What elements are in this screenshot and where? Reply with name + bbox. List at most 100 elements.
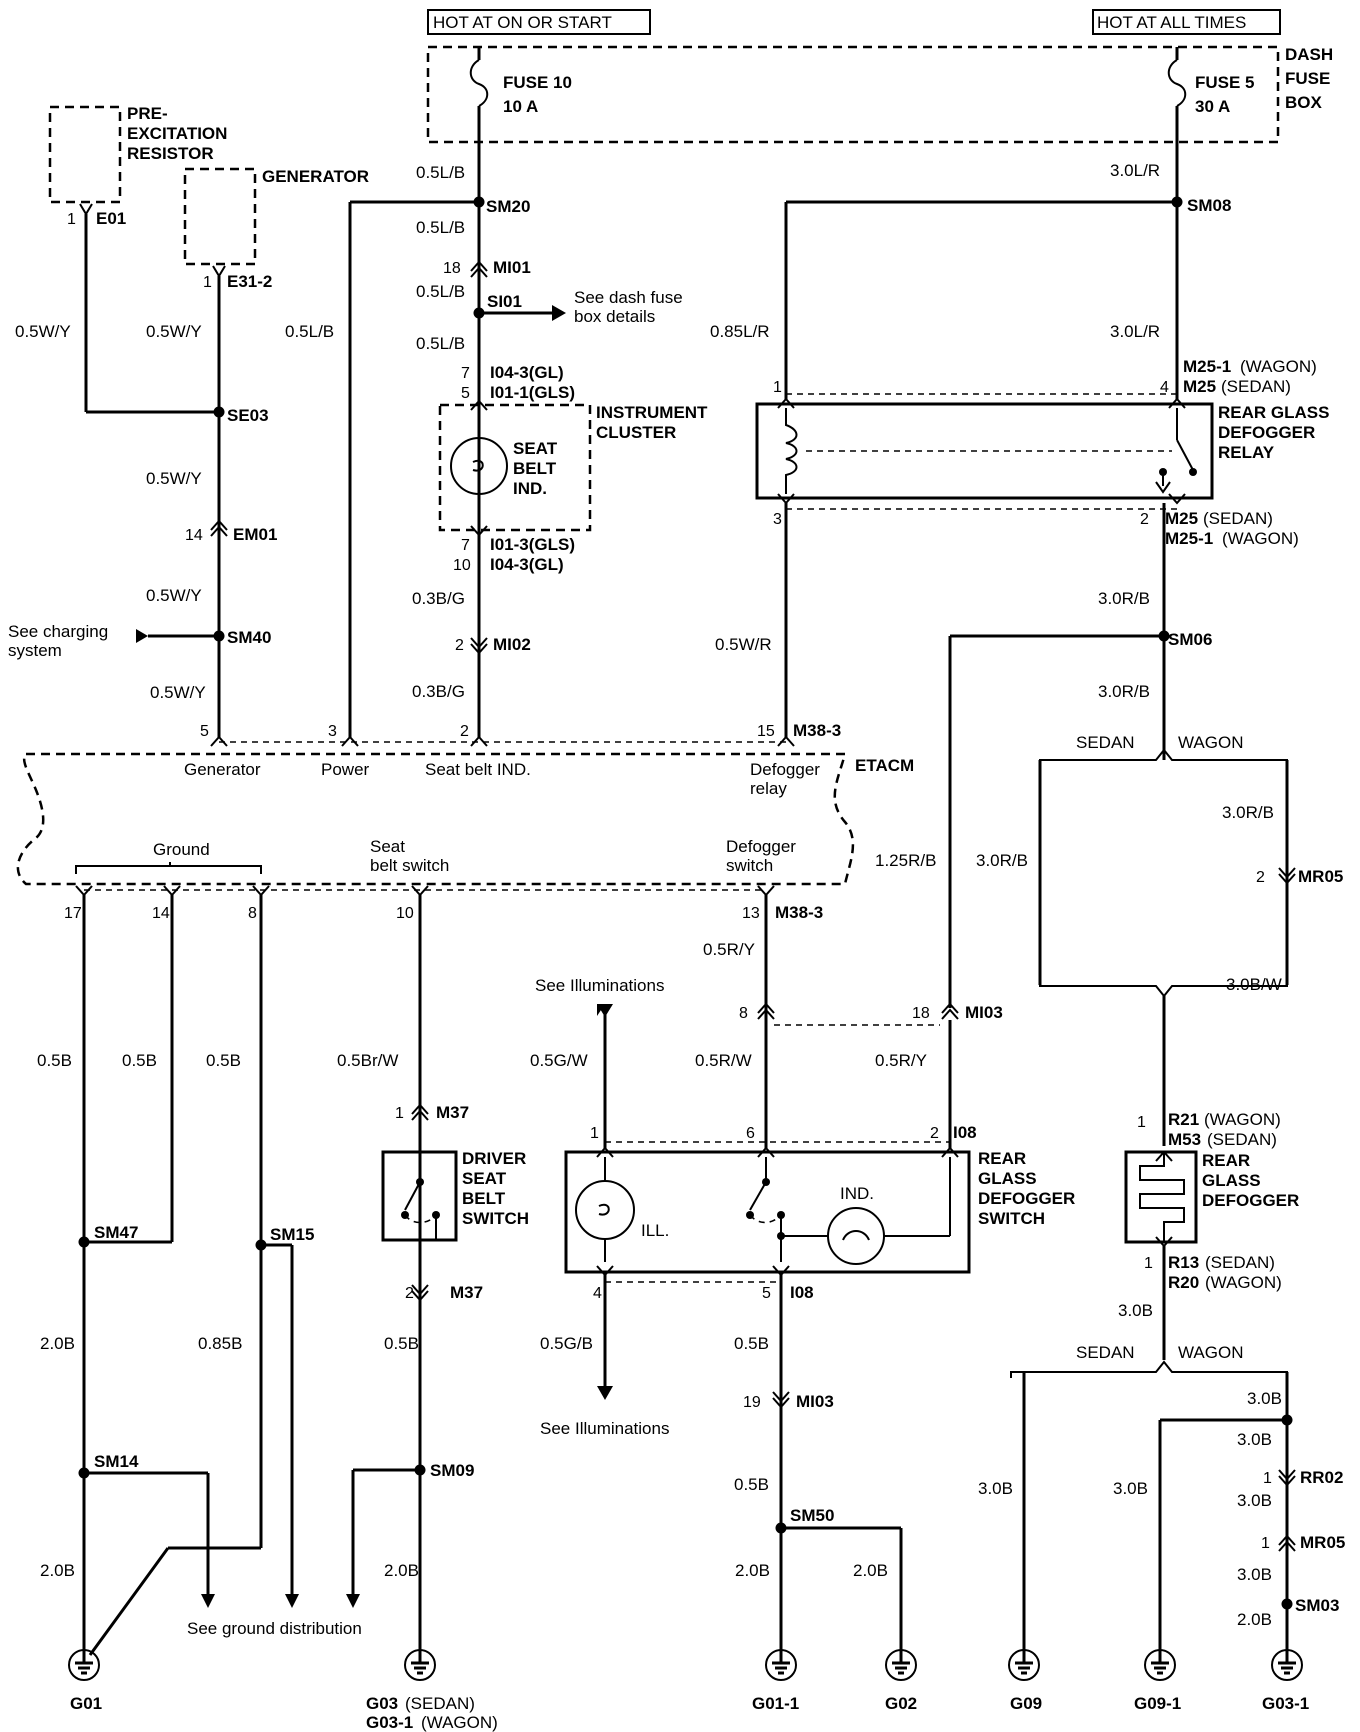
wire-05gb: 0.5G/B [540, 1334, 593, 1353]
see-illuminations-bottom: See Illuminations [540, 1419, 669, 1438]
label-sedan-2: SEDAN [1076, 1343, 1135, 1362]
wire-05lb-power: 0.5L/B [285, 322, 334, 341]
conn-si01: SI01 [487, 292, 522, 311]
rear-glass-defogger-relay: REAR GLASS DEFOGGER RELAY [755, 397, 1329, 505]
conn-i04-3-gl-top: I04-3(GL) [490, 363, 564, 382]
fuse-5-label: FUSE 5 [1195, 73, 1255, 92]
fuse-10-rating: 10 A [503, 97, 538, 116]
wire-125rb: 1.25R/B [875, 851, 936, 870]
pre-excitation-label-2: EXCITATION [127, 124, 227, 143]
label-wagon-bot: (WAGON) [1222, 529, 1299, 548]
relay-label-3: RELAY [1218, 443, 1275, 462]
wire-20b-4: 2.0B [735, 1561, 770, 1580]
conn-sm09: SM09 [430, 1461, 474, 1480]
pin-mi02: 2 [455, 637, 464, 654]
conn-mi03-b: MI03 [796, 1392, 834, 1411]
conn-e31-2: E31-2 [227, 272, 272, 291]
etacm-pin-seatbelt-switch-1: Seat [370, 837, 405, 856]
wire-05lb-3: 0.5L/B [416, 282, 465, 301]
conn-m25-top: M25 [1183, 377, 1216, 396]
etacm-pin-ground: Ground [153, 840, 210, 859]
wire-30b-3: 3.0B [1247, 1389, 1282, 1408]
hot-all-times-label: HOT AT ALL TIMES [1097, 13, 1246, 32]
ground-g03-icon [404, 1645, 436, 1681]
generator-label: GENERATOR [262, 167, 369, 186]
fuse-5: FUSE 5 30 A [1167, 47, 1255, 142]
pin-em01: 14 [185, 527, 203, 544]
conn-mi02: MI02 [493, 635, 531, 654]
etacm-label: ETACM [855, 756, 914, 775]
ground-g03-1-wagon-label: G03-1 [366, 1713, 413, 1732]
wire-05lb-4: 0.5L/B [416, 334, 465, 353]
conn-m37-a: M37 [436, 1103, 469, 1122]
label-wagon-top: (WAGON) [1240, 357, 1317, 376]
switch-contact-icon [404, 1181, 421, 1211]
dash-fuse-box: DASH FUSE BOX [426, 45, 1333, 144]
wire-30lr-1: 3.0L/R [1110, 161, 1160, 180]
wire-05wy-5: 0.5W/Y [150, 683, 206, 702]
wire-05wy-1: 0.5W/Y [15, 322, 71, 341]
defogger-switch-label-2: GLASS [978, 1169, 1037, 1188]
driver-switch-label-3: BELT [462, 1189, 506, 1208]
fuse-10-label: FUSE 10 [503, 73, 572, 92]
wire-05wy-2: 0.5W/Y [146, 322, 202, 341]
fuse-5-rating: 30 A [1195, 97, 1230, 116]
conn-r20: R20 [1168, 1273, 1199, 1292]
pin-relay-2: 2 [1140, 511, 1149, 528]
wire-20b-3: 2.0B [384, 1561, 419, 1580]
wire-30rb-1: 3.0R/B [1098, 589, 1150, 608]
conn-em01: EM01 [233, 525, 277, 544]
wire-05b-4: 0.5B [384, 1334, 419, 1353]
ground-g01-label: G01 [70, 1694, 102, 1713]
ground-g03-label: G03 [366, 1694, 398, 1713]
see-dash-fuse-1: See dash fuse [574, 288, 683, 307]
etacm-pin-defogger-switch-2: switch [726, 856, 773, 875]
conn-se03: SE03 [227, 406, 269, 425]
driver-switch-label-4: SWITCH [462, 1209, 529, 1228]
pin-m37-1: 1 [395, 1105, 404, 1122]
see-charging-1: See charging [8, 622, 108, 641]
label-sedan-top: (SEDAN) [1221, 377, 1291, 396]
conn-sm08: SM08 [1187, 196, 1231, 215]
label-wagon-r21: (WAGON) [1204, 1110, 1281, 1129]
seat-belt-lamp-icon [450, 437, 508, 495]
driver-switch-label-1: DRIVER [462, 1149, 526, 1168]
seat-belt-ind-label-1: SEAT [513, 439, 558, 458]
instrument-cluster: INSTRUMENT CLUSTER SEAT BELT IND. [438, 403, 708, 532]
conn-i01-1-gls: I01-1(GLS) [490, 383, 575, 402]
relay-label-1: REAR GLASS [1218, 403, 1329, 422]
wire-05b-2: 0.5B [122, 1051, 157, 1070]
defogger-switch-label-3: DEFOGGER [978, 1189, 1075, 1208]
wire-20b-6: 2.0B [1237, 1610, 1272, 1629]
wire-05rw: 0.5R/W [695, 1051, 752, 1070]
pin-sw-8: 8 [739, 1005, 748, 1022]
pre-excitation-label-1: PRE- [127, 104, 168, 123]
illumination-lamp-icon [575, 1180, 635, 1240]
wire-085b: 0.85B [198, 1334, 242, 1353]
pin-seatbelt-2: 2 [460, 723, 469, 740]
pin-14: 14 [152, 905, 170, 922]
wire-05gw: 0.5G/W [530, 1051, 588, 1070]
conn-sm50: SM50 [790, 1506, 834, 1525]
conn-mr05-b: MR05 [1300, 1533, 1345, 1552]
defogger-label-1: REAR [1202, 1151, 1250, 1170]
heating-grid-icon [1139, 1152, 1185, 1242]
conn-sm14: SM14 [94, 1452, 139, 1471]
pin-gen-5: 5 [200, 723, 209, 740]
conn-m25-bot: M25 [1165, 509, 1198, 528]
etacm-module: ETACM 5 3 2 15 M38-3 Generator Power Sea… [16, 721, 914, 922]
ground-g01-1-icon [765, 1645, 797, 1681]
seat-belt-ind-label-2: BELT [513, 459, 557, 478]
fuse-box-label-2: FUSE [1285, 69, 1330, 88]
rear-glass-defogger: REAR GLASS DEFOGGER [1124, 1150, 1299, 1248]
wire-30lr-2: 3.0L/R [1110, 322, 1160, 341]
conn-sm40: SM40 [227, 628, 271, 647]
ground-g09-1-icon [1144, 1645, 1176, 1681]
label-sedan-r13: (SEDAN) [1205, 1253, 1275, 1272]
conn-sm47: SM47 [94, 1223, 138, 1242]
defogger-label-2: GLASS [1202, 1171, 1261, 1190]
wire-05brw: 0.5Br/W [337, 1051, 398, 1070]
generator: GENERATOR 1 E31-2 [183, 167, 369, 291]
conn-r13: R13 [1168, 1253, 1199, 1272]
conn-r21: R21 [1168, 1110, 1199, 1129]
